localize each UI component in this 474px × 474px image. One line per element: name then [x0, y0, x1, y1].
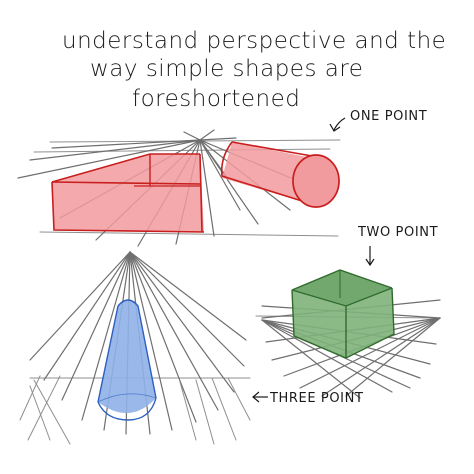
- one-point-cylinder: [220, 141, 340, 208]
- two-point-label: TWO POINT: [357, 225, 438, 267]
- title-line-1: understand perspective and the: [62, 28, 446, 54]
- two-point-section: TWO POINT: [255, 225, 441, 399]
- three-point-cone: [97, 299, 157, 421]
- two-point-cube: [291, 269, 395, 359]
- one-point-box: [51, 153, 205, 233]
- title-line-2: way simple shapes are: [90, 56, 363, 82]
- three-point-label-text: THREE POINT: [269, 391, 363, 406]
- one-point-label: ONE POINT: [329, 109, 427, 132]
- title-line-3: foreshortened: [132, 86, 300, 112]
- title: understand perspective and the way simpl…: [62, 28, 446, 112]
- three-point-label: THREE POINT: [252, 391, 363, 406]
- three-point-section: THREE POINT: [19, 251, 363, 445]
- one-point-label-text: ONE POINT: [350, 109, 427, 124]
- two-point-label-text: TWO POINT: [357, 225, 438, 240]
- one-point-section: ONE POINT: [17, 109, 427, 247]
